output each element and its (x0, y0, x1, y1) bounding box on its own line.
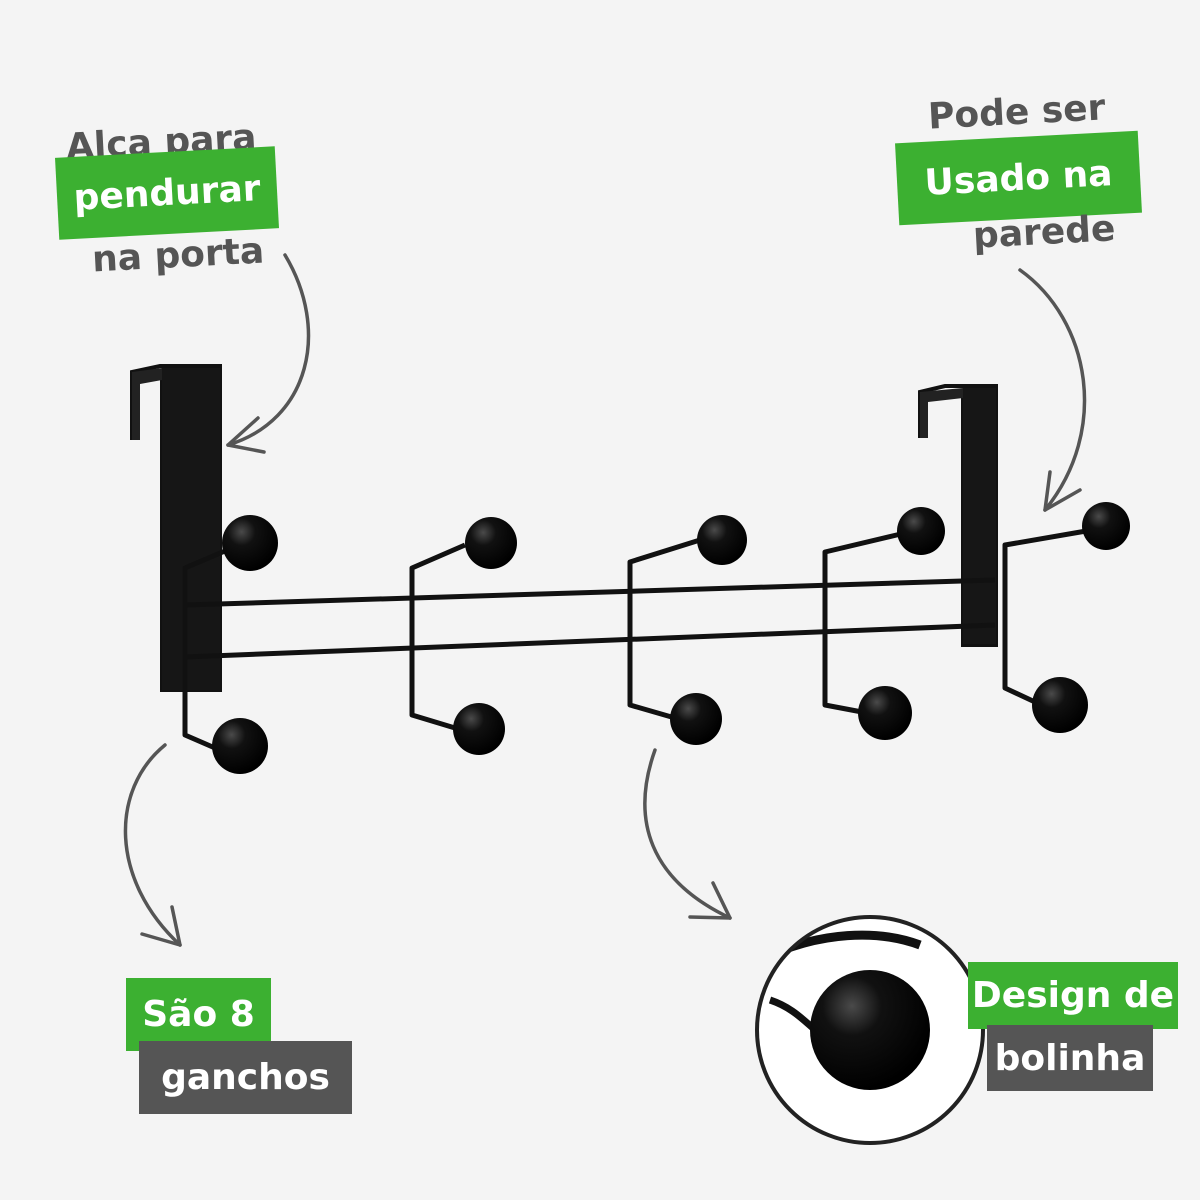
left-door-bracket (130, 364, 222, 692)
curved-arrow-icon (123, 253, 1087, 947)
horizontal-rails (184, 577, 996, 660)
hook-wires (182, 527, 1093, 751)
door-handle-line3: na porta (91, 230, 266, 281)
right-door-bracket (918, 384, 998, 647)
hooks-line2: ganchos (139, 1041, 352, 1114)
ball-line2: bolinha (987, 1025, 1153, 1091)
hooks-highlight: São 8 (126, 978, 271, 1051)
door-handle-highlight: pendurar (55, 146, 279, 240)
wall-line3: parede (971, 208, 1117, 257)
zoom-detail (755, 915, 985, 1145)
ball-highlight: Design de (968, 962, 1178, 1029)
wall-line1: Pode ser (927, 87, 1107, 138)
hook-balls (212, 502, 1130, 774)
